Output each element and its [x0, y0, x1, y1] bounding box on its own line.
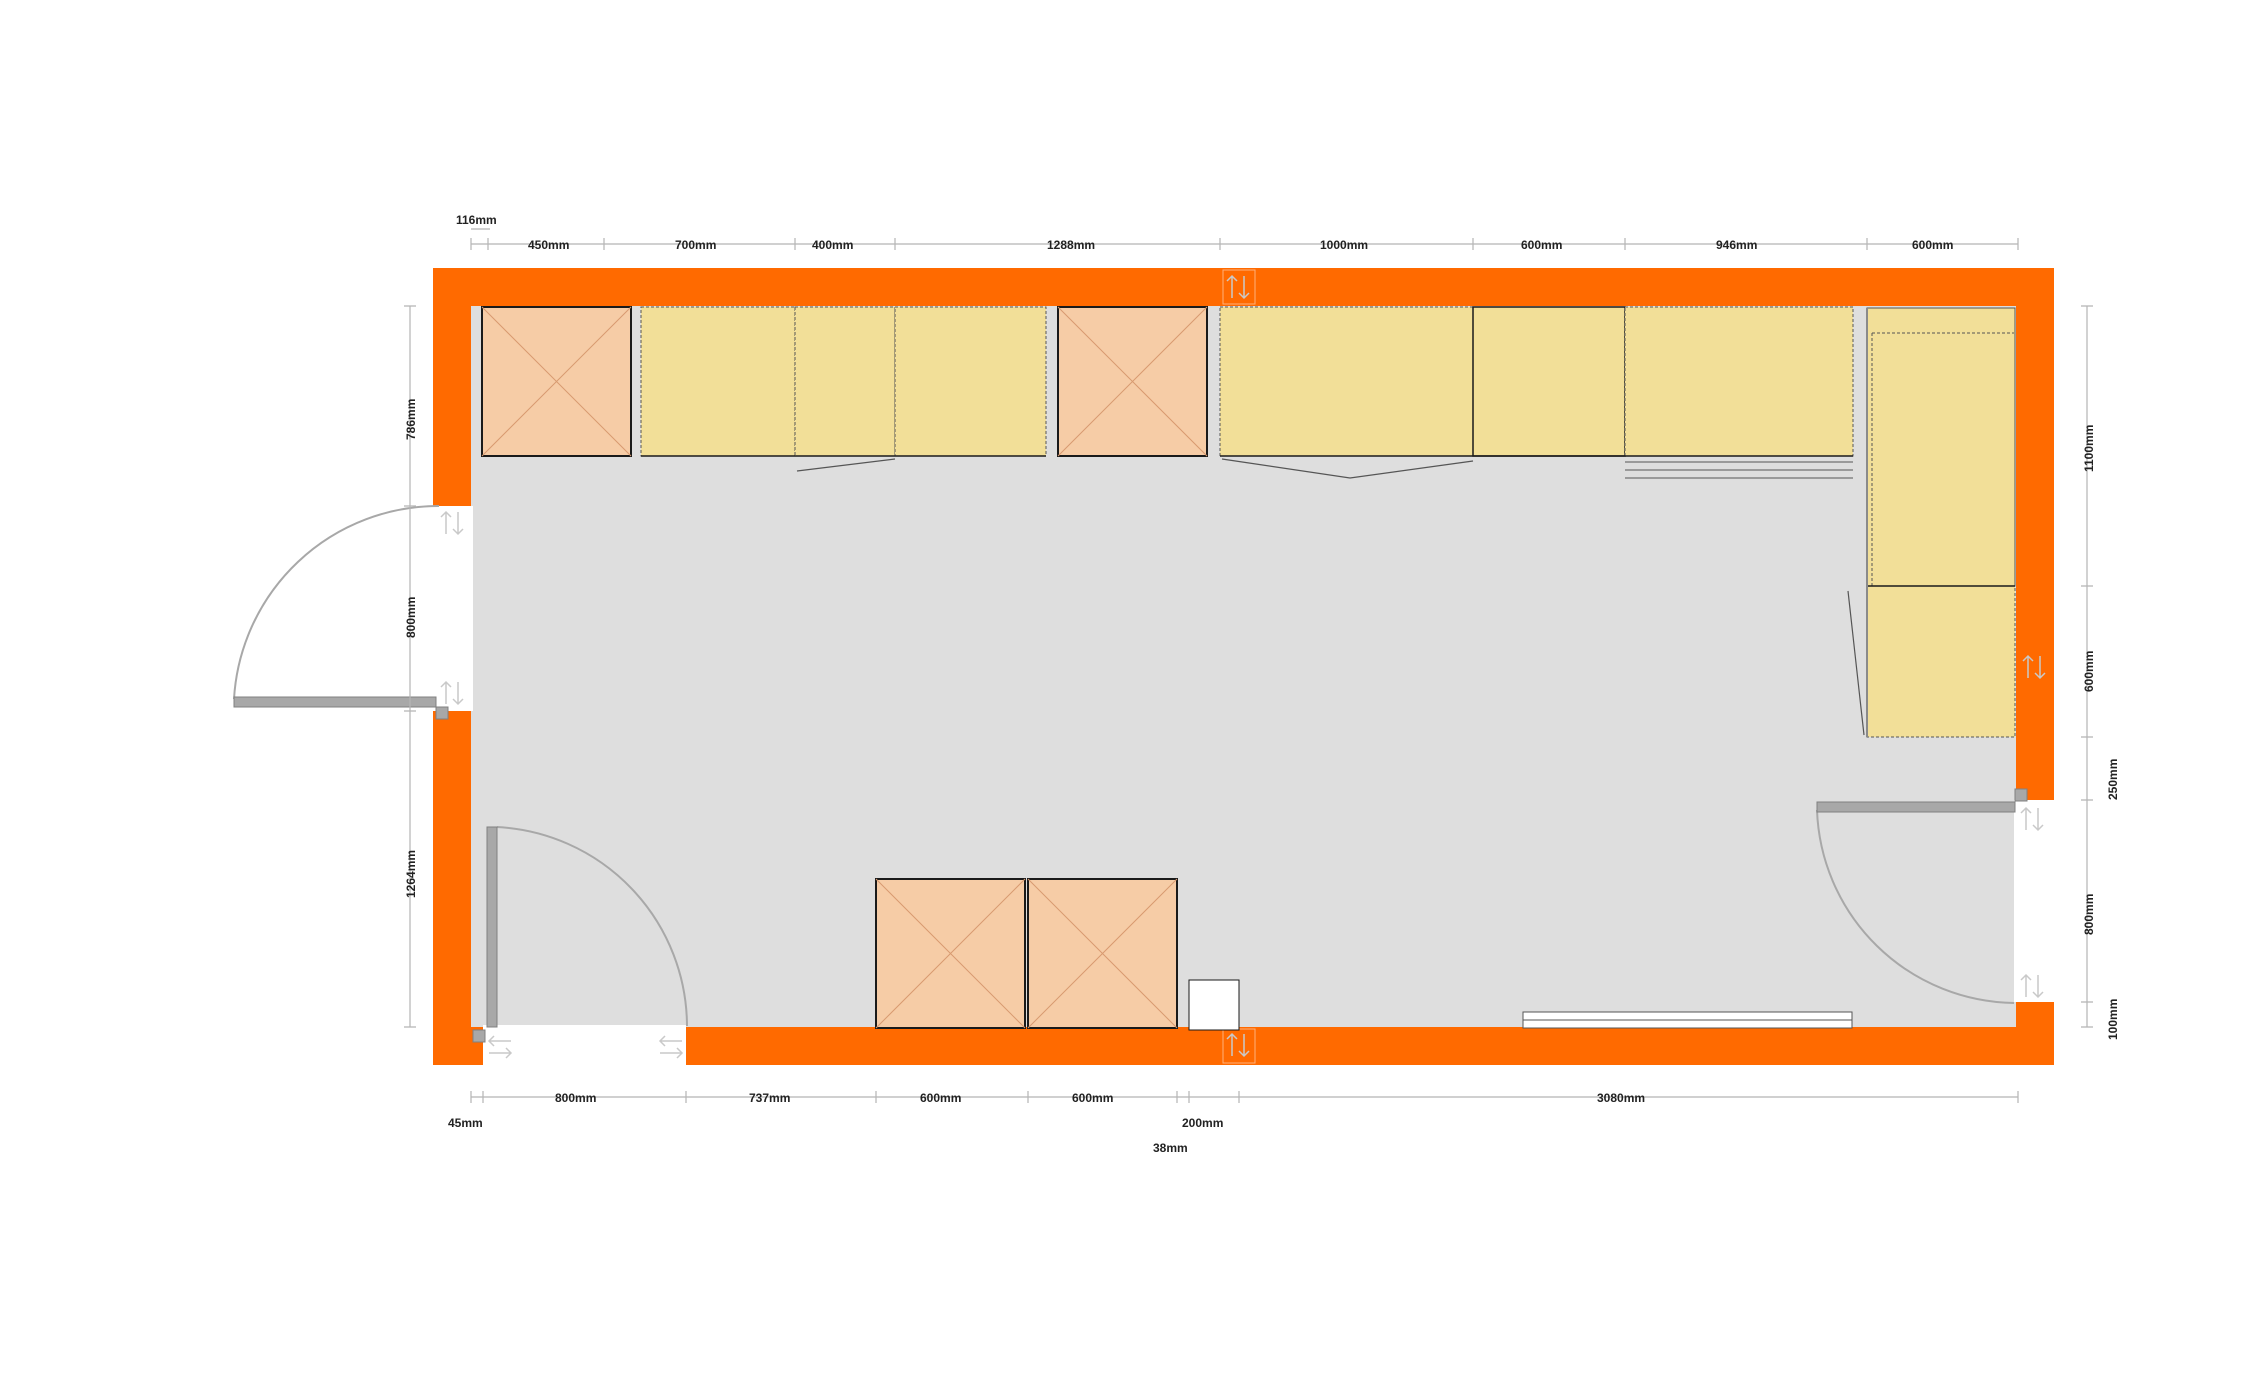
dim-left-800: 800mm — [404, 597, 418, 638]
dim-bottom-45: 45mm — [448, 1116, 483, 1130]
appliance-bottom-1-x-icon — [875, 878, 1026, 1029]
dim-bottom-38: 38mm — [1153, 1141, 1188, 1155]
left-door-opening — [433, 506, 473, 711]
appliance-bottom-2-x-icon — [1027, 878, 1178, 1029]
dim-bottom-200: 200mm — [1182, 1116, 1223, 1130]
dim-top-116: 116mm — [456, 213, 497, 227]
bottom-door-hinge — [472, 1029, 486, 1043]
dim-top-400: 400mm — [812, 238, 853, 252]
cabinet-right-door-line — [1847, 590, 1865, 736]
appliance-top-2-x-icon — [1057, 306, 1208, 457]
small-unit — [1188, 979, 1240, 1031]
dim-right-600: 600mm — [2082, 651, 2096, 692]
dim-bottom-800: 800mm — [555, 1091, 596, 1105]
bottom-door-swing-arc-icon — [496, 826, 688, 1027]
dim-left-1264: 1264mm — [404, 850, 418, 898]
right-door-opening — [2014, 800, 2054, 1002]
dim-top-450: 450mm — [528, 238, 569, 252]
left-door-hinge — [435, 706, 449, 720]
doors — [233, 504, 2028, 1043]
cabinet-top-2 — [794, 306, 896, 457]
dim-top-946: 946mm — [1716, 238, 1757, 252]
top-wall-mark — [1222, 269, 1256, 305]
right-cabinets — [1847, 307, 2016, 738]
dim-top-1000: 1000mm — [1320, 238, 1368, 252]
bottom-appliances — [875, 878, 1853, 1031]
cabinet-top-6 — [1624, 306, 1854, 457]
right-door-swing-arc-icon — [1816, 809, 2015, 1004]
cabinet-top-1 — [640, 306, 796, 457]
opening-arrows-icon — [440, 274, 2046, 1059]
dim-bottom-737: 737mm — [749, 1091, 790, 1105]
bottom-door-leaf — [486, 826, 498, 1028]
dim-right-1100: 1100mm — [2082, 425, 2096, 472]
dimension-labels: 116mm 450mm 700mm 400mm 1288mm 1000mm 60… — [404, 213, 2120, 1155]
cabinet-top-2-door-line — [796, 458, 896, 472]
dim-top-1288: 1288mm — [1047, 238, 1095, 252]
dim-top-600b: 600mm — [1912, 238, 1953, 252]
cabinet-top-4-door-lines — [1221, 458, 1474, 479]
dim-top-700: 700mm — [675, 238, 716, 252]
dim-right-100: 100mm — [2106, 999, 2120, 1040]
cabinet-right-2 — [1866, 585, 2016, 738]
drawer-lines — [1625, 461, 1853, 479]
right-door-leaf — [1816, 801, 2016, 813]
dim-right-800: 800mm — [2082, 894, 2096, 935]
appliance-top-1-x-icon — [481, 306, 632, 457]
left-door-leaf — [233, 696, 437, 708]
cabinet-top-3 — [894, 306, 1047, 457]
dim-left-786: 786mm — [404, 399, 418, 440]
dim-bottom-600a: 600mm — [920, 1091, 961, 1105]
dimension-lines — [404, 228, 2093, 1103]
cabinet-top-4 — [1219, 306, 1474, 457]
dim-top-600a: 600mm — [1521, 238, 1562, 252]
dim-right-250: 250mm — [2106, 759, 2120, 800]
cabinet-right-1 — [1866, 307, 2016, 587]
dim-bottom-600b: 600mm — [1072, 1091, 1113, 1105]
top-cabinets — [481, 306, 1854, 479]
right-door-hinge — [2014, 788, 2028, 802]
left-door-swing-arc-icon — [233, 504, 440, 700]
bottom-door-opening — [483, 1025, 686, 1065]
dim-bottom-3080: 3080mm — [1597, 1091, 1645, 1105]
cabinet-top-5 — [1472, 306, 1626, 457]
